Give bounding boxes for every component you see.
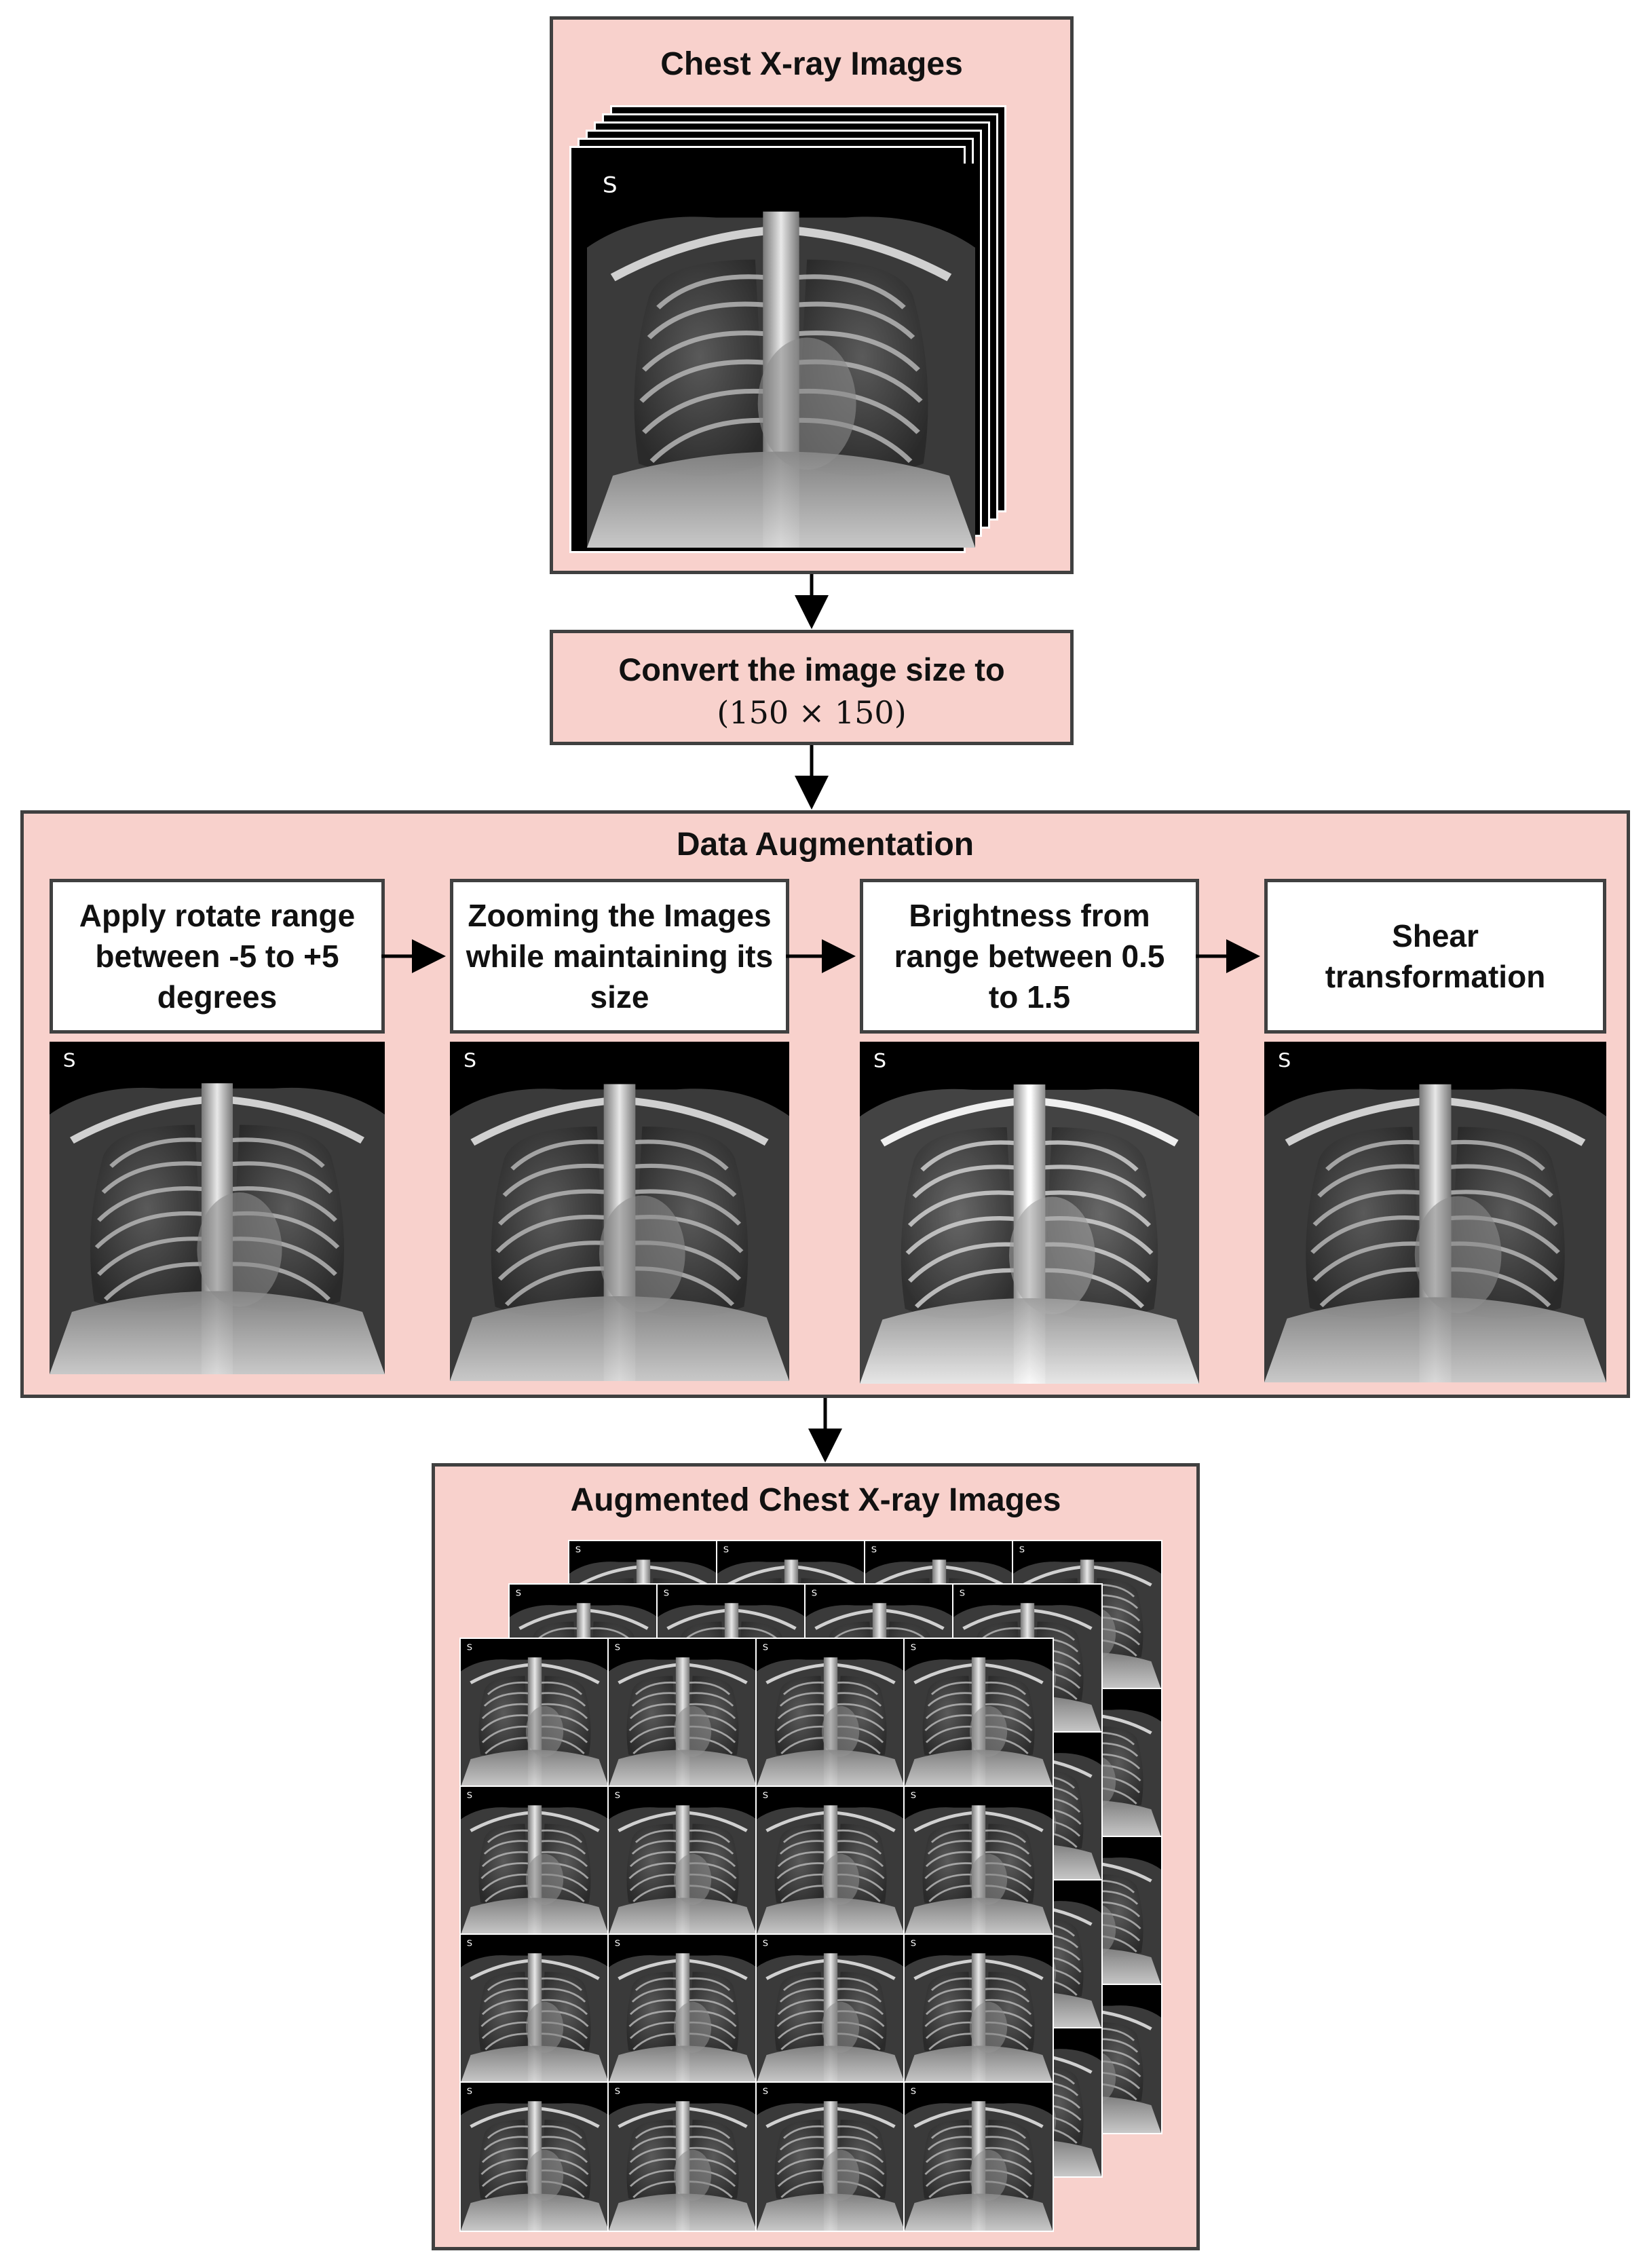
step-rotate: Apply rotate range between -5 to +5 degr… xyxy=(50,879,385,1034)
augmentation-title: Data Augmentation xyxy=(676,827,974,863)
output-node: Augmented Chest X-ray Images xyxy=(432,1463,1200,2250)
zoomed-xray-image xyxy=(450,1042,789,1381)
augmented-xray-tile xyxy=(903,2081,1054,2232)
resize-node-label: Convert the image size to xyxy=(618,651,1005,687)
augmented-xray-tile xyxy=(755,1933,906,2084)
augmented-xray-tile xyxy=(755,1638,906,1788)
rotated-xray-image xyxy=(50,1042,385,1374)
augmented-xray-tile xyxy=(755,1785,906,1936)
augmented-xray-tile xyxy=(607,1933,758,2084)
augmented-xray-tile xyxy=(459,1933,610,2084)
augmented-xray-tile xyxy=(903,1933,1054,2084)
augmented-xray-tile xyxy=(459,1785,610,1936)
chest-xray-image xyxy=(587,164,975,548)
augmented-xray-tile xyxy=(607,1785,758,1936)
augmentation-node: Data Augmentation Apply rotate range bet… xyxy=(20,810,1630,1398)
input-node: Chest X-ray Images xyxy=(550,16,1074,574)
augmented-xray-tile xyxy=(903,1785,1054,1936)
resize-node-size: (150 × 150) xyxy=(717,694,907,731)
step-brightness: Brightness from range between 0.5 to 1.5 xyxy=(860,879,1199,1034)
augmented-xray-tile xyxy=(903,1638,1054,1788)
step-zoom: Zooming the Images while maintaining its… xyxy=(450,879,789,1034)
augmented-xray-tile xyxy=(607,1638,758,1788)
augmented-xray-tile xyxy=(459,1638,610,1788)
resize-node: Convert the image size to (150 × 150) xyxy=(550,630,1074,745)
step-shear: Shear transformation xyxy=(1264,879,1606,1034)
brightness-xray-image xyxy=(860,1042,1199,1384)
sheared-xray-image xyxy=(1264,1042,1606,1382)
input-node-title: Chest X-ray Images xyxy=(660,46,963,82)
augmented-xray-tile xyxy=(755,2081,906,2232)
augmented-xray-tile xyxy=(459,2081,610,2232)
augmented-xray-tile xyxy=(607,2081,758,2232)
output-node-title: Augmented Chest X-ray Images xyxy=(570,1482,1061,1518)
